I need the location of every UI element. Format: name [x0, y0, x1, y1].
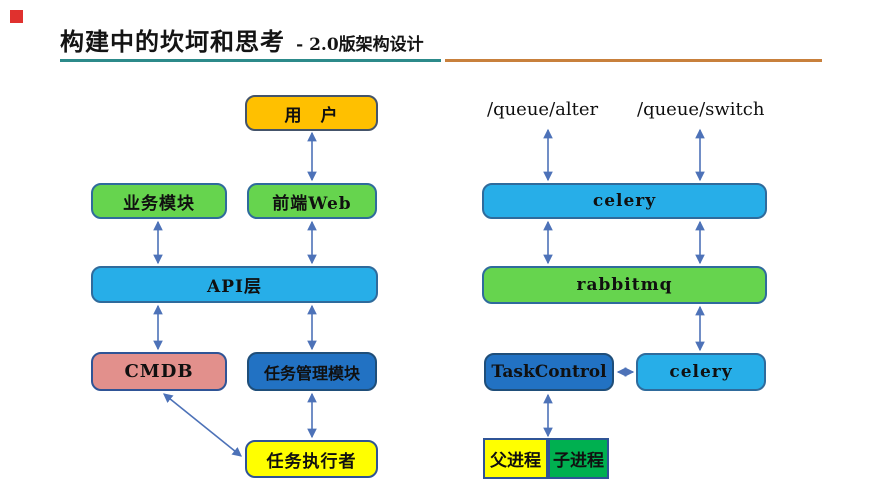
node-biz-module: 业务模块	[91, 183, 227, 219]
node-front-web: 前端Web	[247, 183, 377, 219]
title-underline-orange	[445, 59, 822, 62]
node-api-layer: API层	[91, 266, 378, 303]
node-user: 用 户	[245, 95, 378, 131]
node-rabbitmq: rabbitmq	[482, 266, 767, 304]
node-child-process: 子进程	[548, 438, 609, 479]
node-task-control: TaskControl	[484, 353, 614, 391]
label-queue-alter: /queue/alter	[487, 99, 599, 120]
subtitle-text: - 2.0版架构设计	[296, 35, 424, 55]
label-queue-switch: /queue/switch	[637, 99, 765, 120]
node-task-executor: 任务执行者	[245, 440, 378, 478]
slide-corner-marker	[10, 10, 23, 23]
arrow-cmdb-executor	[163, 393, 242, 457]
title-text: 构建中的坎坷和思考	[60, 27, 285, 56]
node-cmdb: CMDB	[91, 352, 227, 391]
title-underline-teal	[60, 59, 441, 62]
node-celery-top: celery	[482, 183, 767, 219]
node-celery-side: celery	[636, 353, 766, 391]
node-task-mgmt: 任务管理模块	[247, 352, 377, 391]
node-parent-process: 父进程	[483, 438, 548, 479]
page-title: 构建中的坎坷和思考 - 2.0版架构设计	[60, 22, 424, 57]
